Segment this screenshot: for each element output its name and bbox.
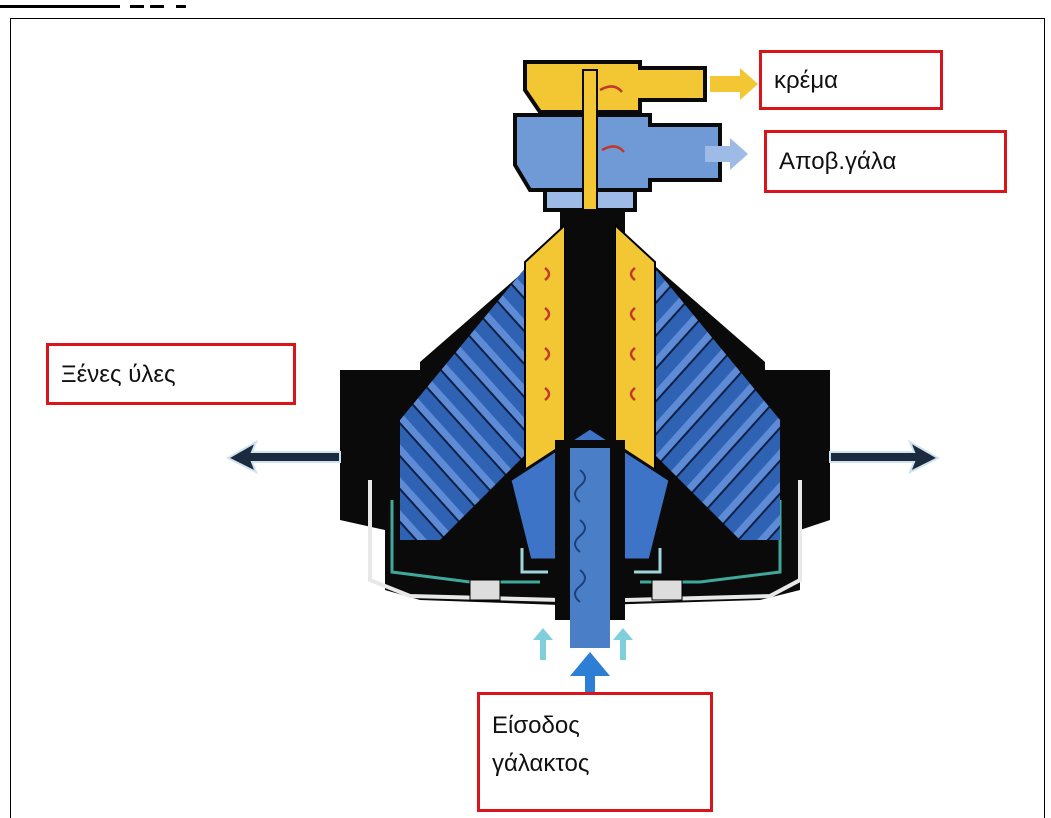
inlet-tube <box>555 440 625 648</box>
outlet-head <box>515 62 720 210</box>
milk-inlet-label: Είσοδος γάλακτος <box>477 692 713 812</box>
cream-arrow <box>710 68 758 100</box>
milk-inlet-label-line2: γάλακτος <box>492 745 698 783</box>
sludge-left-arrow <box>228 442 340 472</box>
inlet-side-arrow-left <box>533 628 553 660</box>
cream-label: κρέμα <box>759 50 943 110</box>
central-shaft <box>565 210 615 460</box>
milk-inlet-label-line1: Είσοδος <box>492 707 698 745</box>
foreign-matter-label: Ξένες ύλες <box>46 343 296 405</box>
inlet-side-arrow-right <box>613 628 633 660</box>
sludge-right-arrow <box>830 442 938 472</box>
skim-milk-label: Αποβ.γάλα <box>764 130 1007 193</box>
